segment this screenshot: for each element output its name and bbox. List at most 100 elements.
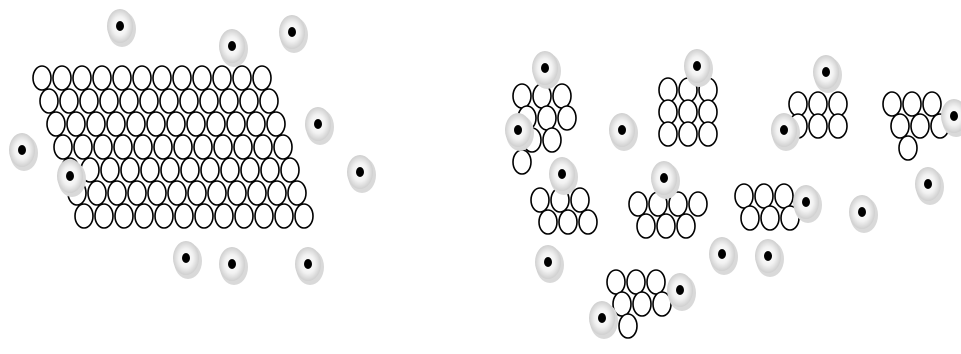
lattice-circle [219,88,239,114]
cluster-circle [828,113,848,139]
lattice-circle [213,134,233,160]
cluster-circle [606,269,626,295]
lattice-circle [113,134,133,160]
lattice-circle [154,203,174,229]
lattice-circle [207,180,227,206]
lattice-circle [172,65,192,91]
lattice-circle [99,88,119,114]
lattice-circle [86,111,106,137]
lattice-circle [192,65,212,91]
lattice-circle [212,65,232,91]
cluster-circle [734,183,754,209]
right-panel [505,49,961,339]
lattice-circle [220,157,240,183]
marker-dot [915,167,944,205]
cluster-circle [902,91,922,117]
lattice-circle [59,88,79,114]
lattice-circle [273,134,293,160]
cluster-circle [828,91,848,117]
lattice-circle [93,134,113,160]
lattice-circle [132,65,152,91]
cluster-circle [658,99,678,125]
lattice-circle [247,180,267,206]
lattice-circle [253,134,273,160]
cluster-circle [808,113,828,139]
marker-dot [684,49,713,87]
marker-dot [549,157,578,195]
lattice-circle [280,157,300,183]
cluster-circle [656,213,676,239]
cluster-circle [618,313,638,339]
cluster-circle [512,83,532,109]
cluster-circle [636,213,656,239]
cluster-circle [530,187,550,213]
lattice-circle [233,134,253,160]
lattice-circle [166,111,186,137]
cluster-circle [760,205,780,231]
marker-dot [9,133,38,171]
cluster-circle [678,99,698,125]
lattice-circle [294,203,314,229]
lattice-circle [107,180,127,206]
left-panel [9,9,376,285]
lattice-circle [119,88,139,114]
lattice-circle [140,157,160,183]
lattice-circle [112,65,132,91]
lattice-circle [173,134,193,160]
cluster-circle [774,183,794,209]
cluster-circle [632,291,652,317]
cluster-circle [698,121,718,147]
marker-dot [305,107,334,145]
cluster-circle [538,209,558,235]
cluster-circle [808,91,828,117]
lattice-circle [66,111,86,137]
lattice-circle [73,134,93,160]
marker-dot [771,113,800,151]
lattice-circle [267,180,287,206]
lattice-circle [146,111,166,137]
cluster-circle [788,91,808,117]
lattice-circle [39,88,59,114]
cluster-circle [688,191,708,217]
lattice-circle [167,180,187,206]
lattice-circle [126,111,146,137]
cluster-circle [678,121,698,147]
cluster-circle [628,191,648,217]
cluster-circle [754,183,774,209]
lattice-circle [239,88,259,114]
marker-dot [793,185,822,223]
lattice-circle [74,203,94,229]
lattice-circle [92,65,112,91]
lattice-circle [87,180,107,206]
lattice-circle [274,203,294,229]
marker-dot [107,9,136,47]
cluster-circle [698,99,718,125]
lattice-circle [260,157,280,183]
lattice-circle [234,203,254,229]
cluster-circle [557,105,577,131]
cluster-circle [512,149,532,175]
cluster-circle [890,113,910,139]
lattice-circle [72,65,92,91]
marker-dot [709,237,738,275]
cluster-circle [668,191,688,217]
lattice-circle [206,111,226,137]
cluster-circle [910,113,930,139]
lattice-circle [240,157,260,183]
lattice-circle [266,111,286,137]
cluster-circle [658,121,678,147]
lattice-circle [159,88,179,114]
lattice-circle [287,180,307,206]
lattice-circle [139,88,159,114]
lattice-circle [147,180,167,206]
cluster-circle [578,209,598,235]
lattice-circle [199,88,219,114]
marker-dot [667,273,696,311]
marker-dot [755,239,784,277]
lattice-circle [79,88,99,114]
lattice-circle [186,111,206,137]
lattice-circle [106,111,126,137]
lattice-circle [46,111,66,137]
lattice-circle [179,88,199,114]
